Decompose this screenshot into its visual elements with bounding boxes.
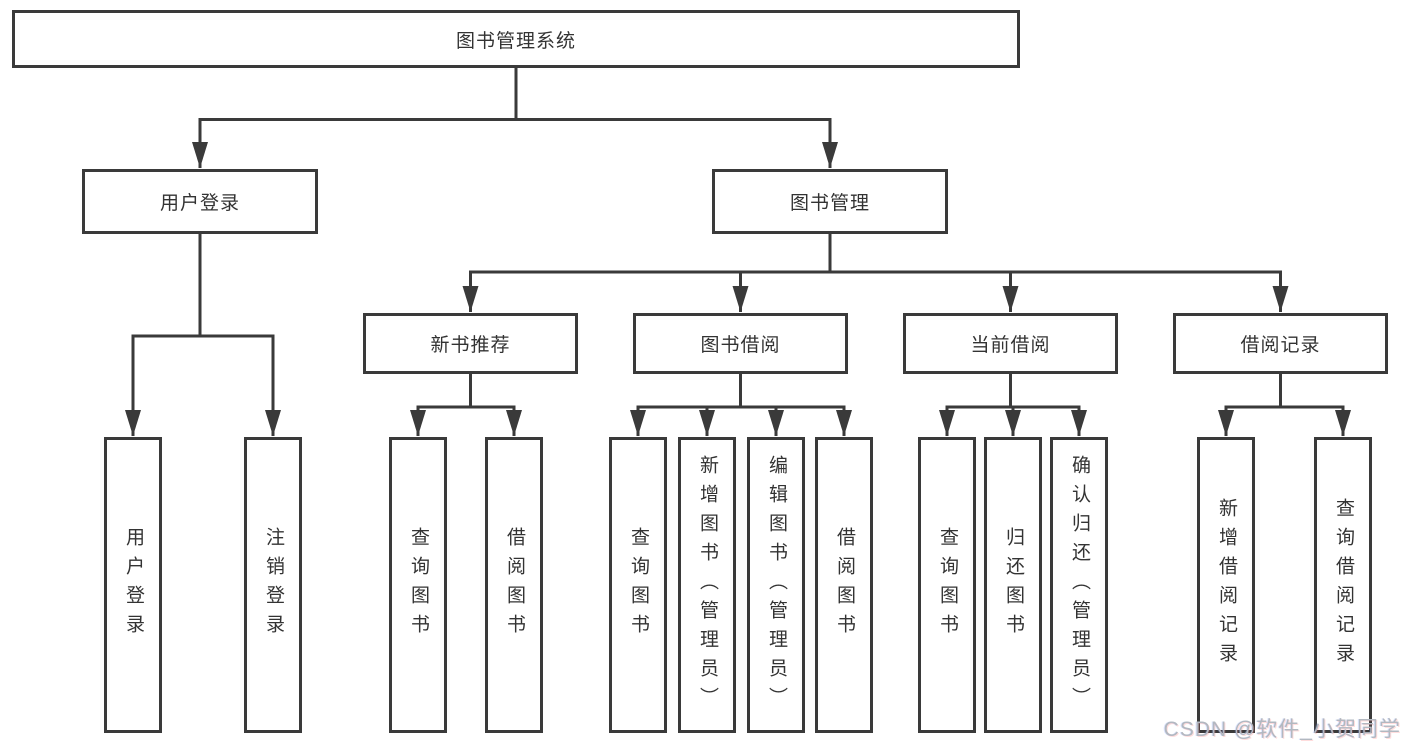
leaf-logout: 注销登录 xyxy=(244,437,302,733)
node-label: 图书管理 xyxy=(789,193,870,214)
node-label: 借阅记录 xyxy=(1240,335,1321,356)
node-label: 图书管理系统 xyxy=(455,30,576,52)
leaf-label: 编辑图书（管理员） xyxy=(766,454,787,716)
leaf-label: 查询图书 xyxy=(408,527,429,643)
leaf-bb-borrow-books: 借阅图书 xyxy=(815,437,873,733)
leaf-label: 归还图书 xyxy=(1003,527,1024,643)
leaf-label: 借阅图书 xyxy=(504,527,525,643)
node-root: 图书管理系统 xyxy=(12,10,1020,68)
leaf-label: 新增借阅记录 xyxy=(1216,498,1237,672)
leaf-nb-query-books: 查询图书 xyxy=(389,437,447,733)
node-label: 当前借阅 xyxy=(970,335,1051,356)
leaf-label: 查询图书 xyxy=(937,527,958,643)
leaf-cb-query-books: 查询图书 xyxy=(918,437,976,733)
leaf-label: 查询图书 xyxy=(628,527,649,643)
node-borrow-records: 借阅记录 xyxy=(1173,313,1388,374)
leaf-label: 用户登录 xyxy=(123,527,144,643)
leaf-label: 新增图书（管理员） xyxy=(697,454,718,716)
leaf-cb-return-books: 归还图书 xyxy=(984,437,1042,733)
node-new-book-recommend: 新书推荐 xyxy=(363,313,578,374)
leaf-bb-query-books: 查询图书 xyxy=(609,437,667,733)
node-current-borrowing: 当前借阅 xyxy=(903,313,1118,374)
leaf-br-query-record: 查询借阅记录 xyxy=(1314,437,1372,733)
leaf-label: 确认归还（管理员） xyxy=(1069,454,1090,716)
leaf-nb-borrow-books: 借阅图书 xyxy=(485,437,543,733)
leaf-cb-confirm-return-admin: 确认归还（管理员） xyxy=(1050,437,1108,733)
node-book-borrowing: 图书借阅 xyxy=(633,313,848,374)
leaf-label: 注销登录 xyxy=(263,527,284,643)
leaf-bb-add-book-admin: 新增图书（管理员） xyxy=(678,437,736,733)
leaf-bb-edit-book-admin: 编辑图书（管理员） xyxy=(747,437,805,733)
csdn-watermark: CSDN @软件_小贺同学 xyxy=(1163,718,1401,741)
node-label: 用户登录 xyxy=(159,193,240,214)
node-user-login: 用户登录 xyxy=(82,169,318,234)
leaf-user-login: 用户登录 xyxy=(104,437,162,733)
node-book-management: 图书管理 xyxy=(712,169,948,234)
leaf-label: 借阅图书 xyxy=(834,527,855,643)
leaf-br-add-record: 新增借阅记录 xyxy=(1197,437,1255,733)
node-label: 图书借阅 xyxy=(700,335,781,356)
node-label: 新书推荐 xyxy=(430,335,511,356)
leaf-label: 查询借阅记录 xyxy=(1333,498,1354,672)
